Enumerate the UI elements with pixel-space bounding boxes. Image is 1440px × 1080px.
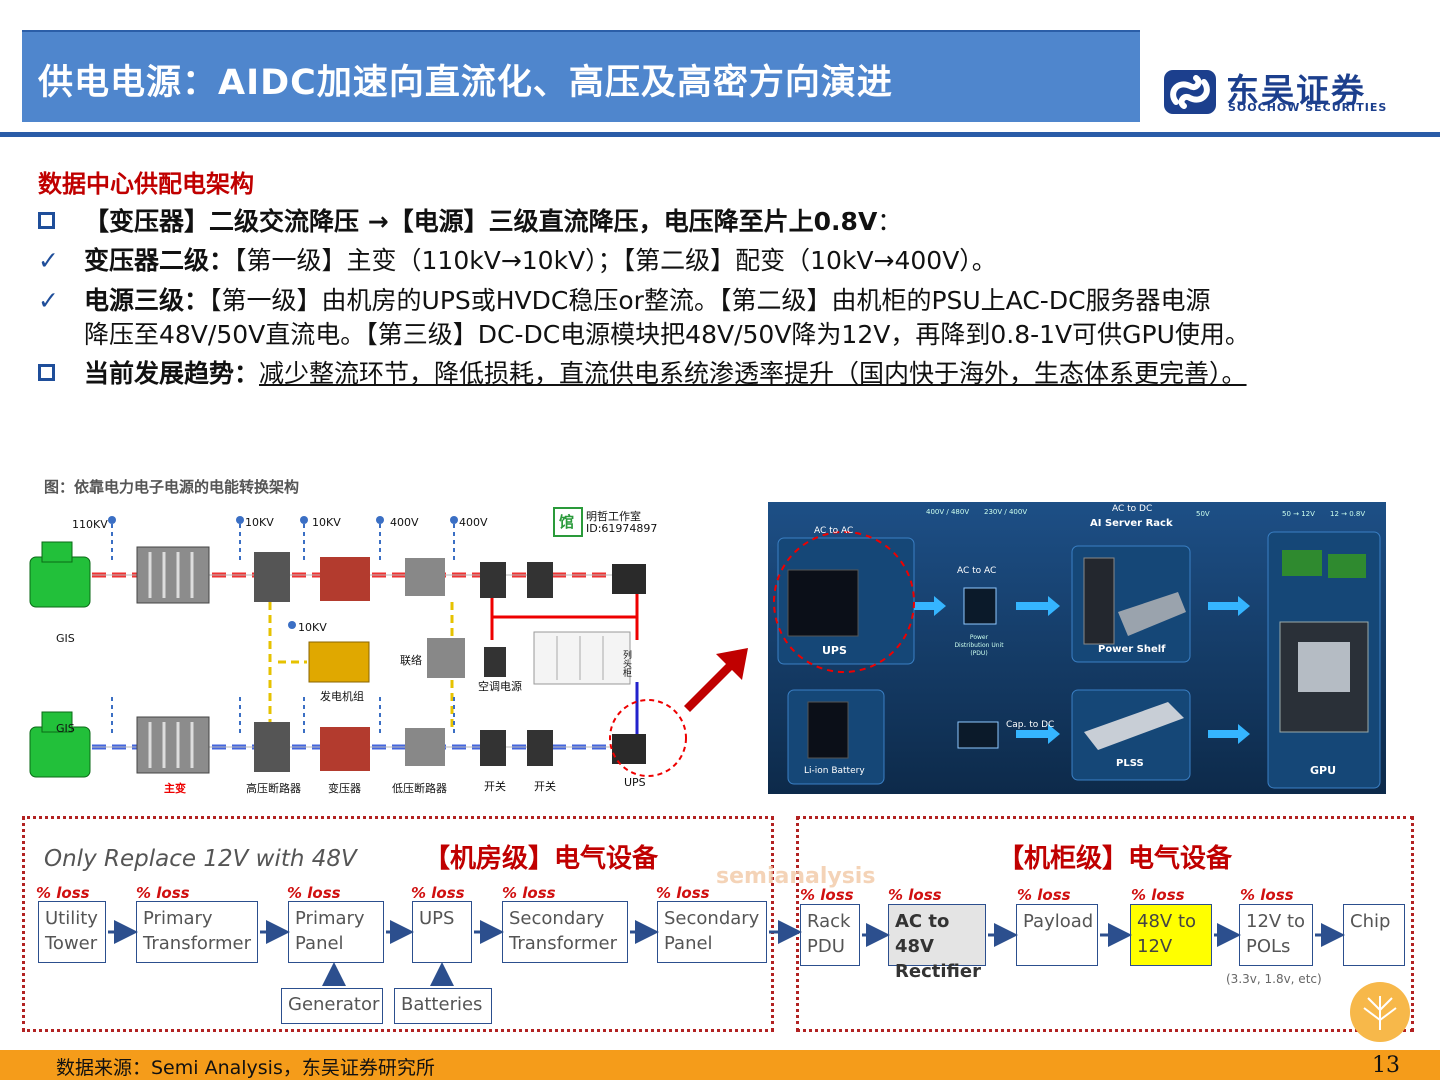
room-level-title: 【机房级】电气设备 (424, 844, 659, 874)
node-ups: UPS (412, 901, 472, 963)
square-bullet-icon (38, 212, 55, 229)
ai-rack-diagram: AC to AC UPS AC to AC Power Distribution… (768, 502, 1386, 794)
node-payload: Payload (1016, 904, 1098, 966)
label-v1: 400V / 480V (926, 508, 970, 516)
label-trans: 变压器 (328, 782, 361, 795)
label-rack: AI Server Rack (1090, 518, 1173, 529)
bullet-4: 当前发展趋势：减少整流环节，降低损耗，直流供电系统渗透率提升（国内快于海外，生态… (38, 354, 1247, 390)
check-icon: ✓ (38, 286, 59, 315)
loss-label: % loss (1017, 886, 1071, 904)
check-icon: ✓ (38, 246, 59, 275)
volt-label: 400V (459, 516, 488, 529)
loss-label: % loss (502, 884, 556, 902)
volt-label: 10KV (245, 516, 274, 529)
gis-label: GIS (56, 722, 75, 735)
label-sb: 列头柜 (621, 650, 631, 677)
bullet-3: ✓电源三级：【第一级】由机房的UPS或HVDC稳压or整流。【第二级】由机柜的P… (38, 286, 1211, 315)
watermark-text: 明哲工作室 (586, 510, 641, 523)
soochow-logo-icon (1164, 70, 1216, 114)
header-rule (0, 132, 1440, 137)
bullet-2: ✓变压器二级：【第一级】主变（110kV→10kV）；【第二级】配变（10kV→… (38, 246, 997, 275)
volt-label: 10KV (312, 516, 341, 529)
loss-label: % loss (656, 884, 710, 902)
logo-cn: 东吴证券 (1226, 71, 1366, 110)
substation-diagram: 110KV 10KV 10KV 400V 400V 10KV GIS GIS 主… (22, 502, 694, 802)
label-hv: 高压断路器 (246, 782, 301, 795)
label-ac-to-ac: AC to AC (814, 526, 854, 536)
figure-caption: 图：依靠电力电子电源的电能转换架构 (44, 478, 300, 496)
loss-label: % loss (1131, 886, 1185, 904)
seal-icon: 馆 (559, 513, 575, 531)
label-main: 主变 (164, 782, 186, 795)
label-ups: UPS (624, 776, 646, 789)
loss-label: % loss (411, 884, 465, 902)
label-ac: 空调电源 (478, 680, 522, 693)
label-tie: 联络 (400, 654, 422, 667)
loss-label: % loss (36, 884, 90, 902)
bullet-3-cont: 降压至48V/50V直流电。【第三级】DC-DC电源模块把48V/50V降为12… (84, 320, 1250, 349)
brand-logo: 东吴证券 SOOCHOW SECURITIES (1162, 64, 1422, 116)
label-v2: 230V / 400V (984, 508, 1028, 516)
label-ac-to-dc: AC to DC (1112, 504, 1153, 514)
label-gpu: GPU (1310, 764, 1337, 777)
square-bullet-icon (38, 364, 55, 381)
page-number: 13 (1372, 1053, 1400, 1078)
loss-label: % loss (136, 884, 190, 902)
watermark-semianalysis: semianalysis (716, 864, 876, 889)
bullet-1: 【变压器】二级交流降压 →【电源】三级直流降压，电压降至片上0.8V： (38, 202, 902, 238)
label-switch: 开关 (534, 780, 556, 793)
label-v5: 12 → 0.8V (1330, 510, 1366, 518)
label-v3: 50V (1196, 510, 1210, 518)
label-ac-to-ac-2: AC to AC (957, 566, 997, 576)
flow-subtitle: Only Replace 12V with 48V (44, 846, 357, 872)
label-lv: 低压断路器 (392, 782, 447, 795)
watermark-id: ID:61974897 (586, 522, 658, 535)
gis-label: GIS (56, 632, 75, 645)
rack-level-title: 【机柜级】电气设备 (998, 844, 1233, 874)
loss-label: % loss (287, 884, 341, 902)
label-battery: Li-ion Battery (804, 766, 865, 776)
pol-note: (3.3v, 1.8v, etc) (1226, 972, 1322, 986)
section-title: 数据中心供配电架构 (38, 170, 254, 198)
volt-label: 110KV (72, 518, 108, 531)
label-cap: Cap. to DC (1006, 720, 1055, 730)
volt-label: 400V (390, 516, 419, 529)
label-switch: 开关 (484, 780, 506, 793)
logo-en: SOOCHOW SECURITIES (1228, 101, 1388, 114)
page-title: 供电电源：AIDC加速向直流化、高压及高密方向演进 (38, 63, 893, 103)
loss-label: % loss (1240, 886, 1294, 904)
source-note: 数据来源：Semi Analysis，东吴证券研究所 (56, 1057, 435, 1079)
volt-label: 10KV (298, 621, 327, 634)
label-v4: 50 → 12V (1282, 510, 1315, 518)
loss-label: % loss (888, 886, 942, 904)
title-banner: 供电电源：AIDC加速向直流化、高压及高密方向演进 (22, 30, 1140, 122)
label-pdu: Power Distribution Unit (PDU) (954, 634, 1004, 657)
label-gen: 发电机组 (320, 690, 364, 703)
node-batteries: Batteries (394, 988, 492, 1024)
node-generator: Generator (281, 988, 383, 1024)
loss-label: % loss (800, 886, 854, 904)
footer-bar: 数据来源：Semi Analysis，东吴证券研究所 (0, 1050, 1440, 1080)
label-ups: UPS (822, 644, 847, 657)
red-arrow-icon (684, 648, 748, 712)
room-level-box (22, 816, 774, 1032)
label-plss: PLSS (1116, 758, 1144, 769)
label-shelf: Power Shelf (1098, 644, 1166, 655)
